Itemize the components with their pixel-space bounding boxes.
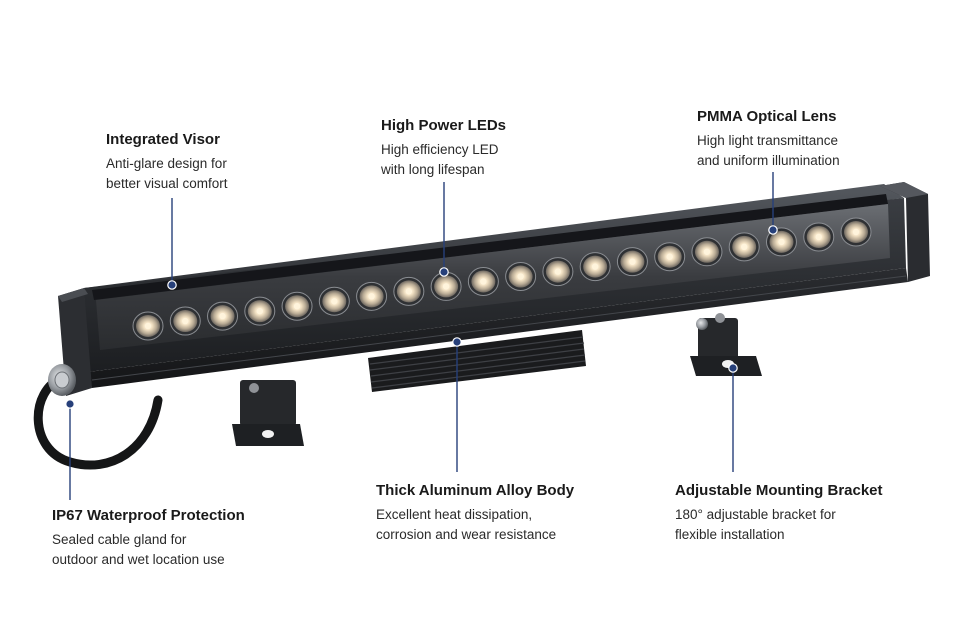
callout-desc: with long lifespan [381, 162, 485, 177]
led-chip [331, 298, 338, 305]
led-chip [293, 303, 301, 310]
left-mounting-bracket [232, 380, 304, 446]
callout-title: High Power LEDs [381, 117, 507, 134]
callout-desc: better visual comfort [106, 176, 228, 191]
led-array [132, 217, 872, 341]
callout-title: IP67 Waterproof Protection [52, 507, 245, 524]
led-chip [256, 307, 263, 315]
callout-title: PMMA Optical Lens [697, 108, 837, 125]
cable-gland [48, 364, 76, 396]
callout-desc: High efficiency LED [381, 142, 499, 157]
callout-mounting-bracket: Adjustable Mounting Bracket 180° adjusta… [675, 481, 883, 545]
led-chip [703, 248, 711, 255]
led-chip [778, 238, 785, 246]
led-chip [629, 258, 636, 265]
led-chip [517, 273, 524, 280]
callout-desc: Excellent heat dissipation, [376, 507, 533, 522]
led-chip [144, 322, 152, 330]
callout-title: Thick Aluminum Alloy Body [376, 482, 575, 499]
callout-title: Adjustable Mounting Bracket [675, 482, 883, 499]
dot-visor [167, 280, 177, 290]
leader-lines [69, 172, 774, 500]
led-chip [741, 243, 748, 251]
callout-aluminum-body: Thick Aluminum Alloy Body Excellent heat… [376, 481, 574, 545]
callout-desc: Sealed cable gland for [52, 532, 187, 547]
dot-ip67 [65, 399, 75, 409]
dot-lens [768, 225, 778, 235]
led-chip [666, 253, 673, 260]
callout-pmma-optical-lens: PMMA Optical Lens High light transmittan… [697, 107, 840, 171]
led-chip [219, 312, 226, 320]
callout-desc: outdoor and wet location use [52, 552, 225, 567]
led-chip [591, 263, 599, 270]
callout-desc: 180° adjustable bracket for [675, 507, 836, 522]
callout-desc: flexible installation [675, 527, 785, 542]
led-chip [182, 317, 189, 325]
led-chip [852, 228, 860, 236]
callout-title: Integrated Visor [106, 131, 220, 148]
led-chip [554, 268, 562, 275]
dot-leds [439, 267, 449, 277]
heat-sink-fins [368, 330, 586, 392]
led-chip [442, 283, 450, 290]
right-mounting-bracket [690, 313, 762, 376]
callout-high-power-leds: High Power LEDs High efficiency LED with… [381, 116, 506, 180]
callout-desc: corrosion and wear resistance [376, 527, 557, 542]
led-chip [368, 293, 375, 300]
callout-desc: High light transmittance [697, 133, 839, 148]
led-chip [405, 288, 413, 295]
led-chip [815, 233, 822, 241]
dot-bracket [728, 363, 738, 373]
callout-integrated-visor: Integrated Visor Anti-glare design for b… [106, 130, 228, 194]
dot-body [452, 337, 462, 347]
callout-desc: Anti-glare design for [106, 156, 227, 171]
callout-desc: and uniform illumination [697, 153, 840, 168]
leader-dots [65, 225, 778, 409]
led-chip [480, 278, 487, 285]
integrated-visor [92, 194, 888, 300]
callout-ip67-waterproof: IP67 Waterproof Protection Sealed cable … [52, 506, 245, 570]
